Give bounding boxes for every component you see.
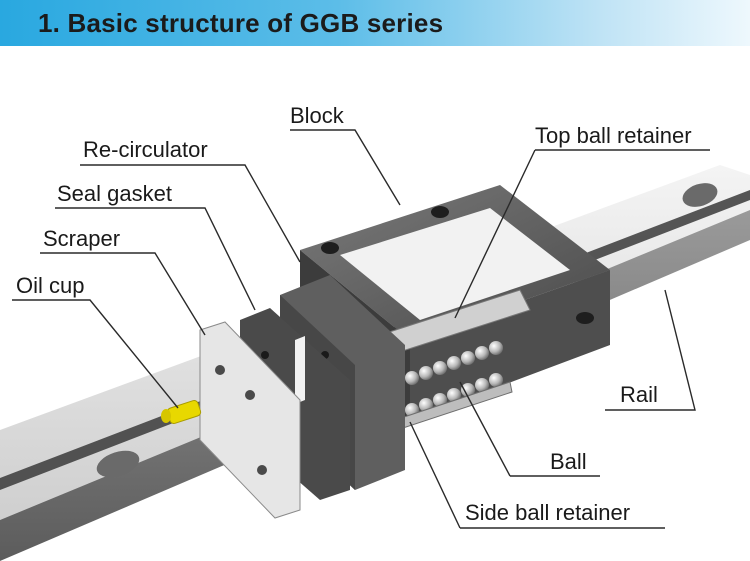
page-title: 1. Basic structure of GGB series: [38, 8, 444, 38]
label-rail: Rail: [620, 382, 658, 407]
leader-ball: [459, 381, 511, 477]
header-bar: 1. Basic structure of GGB series: [0, 0, 750, 46]
label-side-ball-retainer: Side ball retainer: [465, 500, 630, 525]
leader-top-ball-retainer: [454, 149, 536, 319]
label-seal-gasket: Seal gasket: [57, 181, 172, 206]
label-block: Block: [290, 103, 345, 128]
label-recirculator: Re-circulator: [83, 137, 208, 162]
leader-block: [290, 129, 401, 206]
leader-rail: [605, 289, 696, 411]
leader-oil-cup: [12, 299, 179, 409]
scraper: [199, 321, 301, 519]
ball-rows: [405, 341, 503, 417]
label-oil-cup: Oil cup: [16, 273, 84, 298]
leader-side-ball-retainer: [409, 421, 461, 529]
leader-recirculator: [80, 164, 301, 263]
label-scraper: Scraper: [43, 226, 120, 251]
leader-lines: [12, 129, 710, 529]
label-top-ball-retainer: Top ball retainer: [535, 123, 692, 148]
leader-seal-gasket: [55, 207, 256, 311]
label-ball: Ball: [550, 449, 587, 474]
leader-scraper: [40, 252, 206, 336]
oil-cup: [161, 399, 202, 425]
